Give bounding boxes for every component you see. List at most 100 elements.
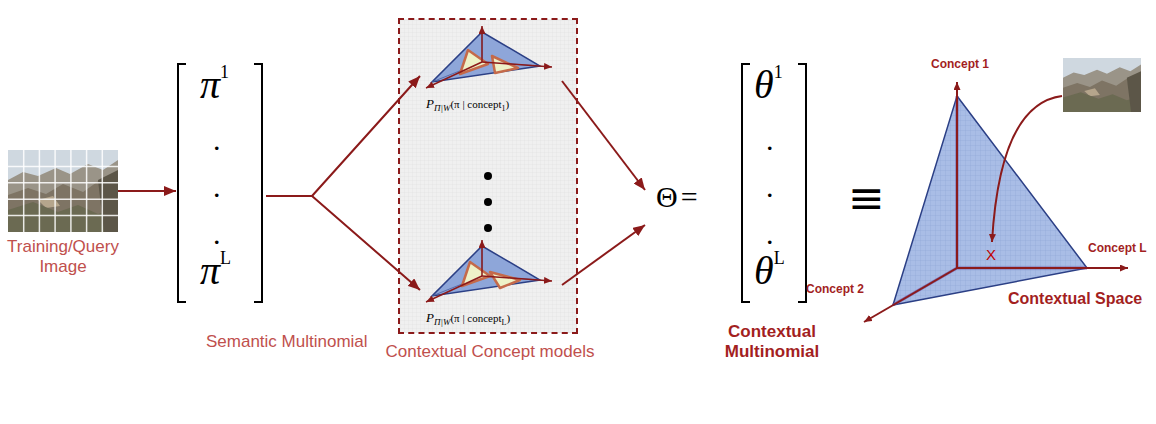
node-text: L	[502, 318, 507, 327]
text-line: PΠ|W(π | concept1)	[426, 94, 509, 113]
node-text: (π | concept	[450, 312, 501, 324]
text-line: θ1	[754, 62, 783, 108]
grid-line	[70, 150, 72, 232]
node-text: .	[213, 217, 221, 250]
flow-arrow	[266, 196, 420, 290]
node-text: =	[681, 180, 698, 213]
thumbnail-image	[1063, 58, 1141, 112]
ellipsis-dot	[484, 172, 492, 180]
text-line: .	[766, 219, 774, 249]
node-text: )	[506, 312, 510, 324]
text-line: .	[213, 125, 221, 155]
node-text: P	[426, 310, 434, 325]
node-text: .	[766, 170, 774, 203]
node-text: .	[213, 170, 221, 203]
flow-arrow	[562, 81, 645, 190]
axis-arrow	[481, 240, 483, 276]
axis-arrow	[956, 82, 958, 268]
node-text: θ	[754, 248, 774, 293]
text-line: PΠ|W(π | conceptL)	[426, 308, 510, 327]
query-image	[8, 150, 118, 232]
axis-arrow	[864, 268, 957, 322]
node-text: 1	[502, 104, 506, 113]
grid-line	[8, 182, 118, 184]
simplex-inner	[432, 246, 540, 296]
node-text: θ	[754, 62, 774, 107]
grid-line	[8, 198, 118, 200]
node-text: Contextual Concept models	[386, 342, 595, 361]
axis-arrow	[481, 26, 483, 62]
text-line: Contextual Space	[1008, 290, 1142, 308]
node-text: Training/Query Image	[7, 237, 119, 276]
text-line: .	[766, 172, 774, 202]
simplex-triangle	[432, 246, 540, 296]
panel-fill	[399, 19, 577, 333]
text-line: Training/Query Image	[1, 237, 125, 276]
simplex-inner	[893, 96, 1087, 305]
simplex-inner	[432, 32, 540, 82]
matrix-bracket	[254, 64, 262, 302]
grid-line	[102, 150, 104, 232]
model-group: Contextual Concept modelsPΠ|W(π | concep…	[398, 18, 578, 334]
ellipsis-dot	[484, 198, 492, 206]
ellipsis-dot	[484, 224, 492, 232]
simplex-triangle	[432, 32, 540, 82]
simplex-plot	[426, 240, 552, 302]
node-text: Θ	[656, 180, 678, 213]
flow-arrow	[562, 225, 645, 285]
text-line: Concept L	[1088, 242, 1147, 256]
density-blob	[462, 262, 490, 286]
point-marker: X	[986, 246, 996, 263]
image-node: Training/Query Image	[8, 150, 118, 232]
vector-node: Θ=θ1...θLContextual Multinomial	[645, 62, 810, 304]
node-text: )	[506, 98, 510, 110]
matrix-bracket	[798, 64, 806, 302]
axis-arrow	[957, 267, 1128, 269]
text-line: .	[213, 172, 221, 202]
node-text: (π | concept	[450, 98, 501, 110]
text-line: θL	[754, 248, 785, 294]
grid-line	[86, 150, 88, 232]
grid-line	[23, 150, 25, 232]
node-text: L	[774, 248, 785, 268]
image-grid	[8, 150, 118, 232]
text-line: X	[986, 246, 996, 263]
equivalence-sign: ≡	[848, 172, 885, 223]
text-line: Semantic Multinomial	[206, 332, 368, 352]
text-line: .	[213, 219, 221, 249]
node-text: Π|W	[434, 103, 450, 113]
node-text: π	[200, 62, 220, 107]
concept-model: PΠ|W(π | concept1)	[420, 26, 562, 114]
pointer-arrow	[992, 96, 1062, 242]
axis-arrow	[482, 276, 552, 281]
node-text: Contextual Multinomial	[725, 322, 819, 361]
flow-arrow	[118, 190, 176, 192]
axis-label: Concept 1	[931, 57, 989, 71]
node-text: 1	[220, 62, 229, 82]
vector-node: π1...πLSemantic Multinomial	[176, 62, 266, 304]
text-line: π1	[200, 62, 229, 108]
axis-label: Concept L	[1088, 241, 1147, 255]
grid-line	[54, 150, 56, 232]
text-line: Concept 2	[806, 283, 864, 297]
flow-arrow	[266, 76, 420, 196]
node-text: P	[426, 96, 434, 111]
axis-arrow	[426, 62, 482, 88]
node-text: L	[220, 248, 231, 268]
text-line: Contextual Concept models	[386, 342, 595, 362]
simplex-plot	[426, 26, 552, 88]
text-line: ≡	[848, 176, 885, 220]
node-text: 1	[774, 62, 783, 82]
node-text: Π|W	[434, 317, 450, 327]
axis-arrow	[426, 276, 482, 302]
density-blob	[490, 272, 520, 288]
concept-model: PΠ|W(π | conceptL)	[420, 240, 562, 328]
matrix-bracket	[742, 64, 750, 302]
node-text: π	[200, 248, 220, 293]
grid-line	[8, 166, 118, 168]
text-line: Concept 1	[931, 58, 989, 72]
node-text: .	[213, 123, 221, 156]
node-text: .	[766, 217, 774, 250]
node-text: Semantic Multinomial	[206, 332, 368, 351]
